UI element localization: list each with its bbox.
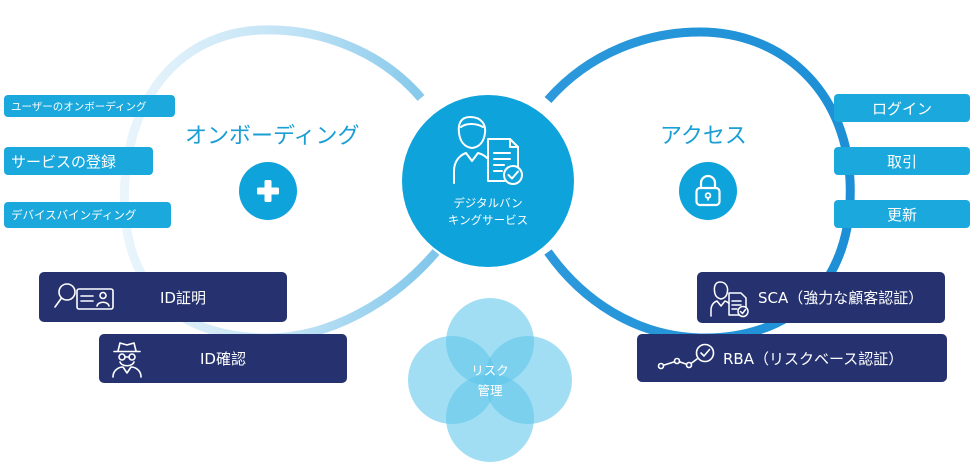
risk-petal-bottom [446, 374, 534, 462]
trend-check-icon [657, 334, 717, 382]
box-id-proofing: ID証明 [39, 272, 287, 322]
risk-flower [408, 298, 572, 462]
badge-device-binding: デバイスバインディング [4, 202, 171, 228]
badge-transaction: 取引 [834, 147, 970, 175]
risk-label-line1: リスク [471, 363, 509, 378]
id-card-search-icon [53, 272, 117, 322]
onboarding-plus-badge [239, 162, 297, 220]
rba-label: RBA（リスクベース認証） [723, 349, 904, 368]
box-id-verification: ID確認 [99, 334, 347, 383]
box-rba: RBA（リスクベース認証） [637, 334, 947, 382]
access-lock-badge [679, 162, 737, 220]
badge-service-registration: サービスの登録 [4, 147, 153, 175]
hub-label-line1: デジタルバン [453, 196, 523, 210]
user-document-check-icon [710, 272, 750, 323]
hub-label-line2: キングサービス [447, 213, 529, 227]
onboarding-title: オンボーディング [185, 124, 360, 149]
badge-user-onboarding: ユーザーのオンボーディング [4, 95, 175, 117]
sca-label: SCA（強力な顧客認証） [758, 289, 924, 307]
badge-login: ログイン [834, 94, 970, 122]
lock-icon [695, 174, 721, 207]
user-document-check-icon [453, 116, 523, 185]
risk-label-line2: 管理 [477, 383, 503, 398]
spy-user-icon [111, 334, 143, 383]
access-loop [544, 27, 855, 343]
plus-icon [257, 180, 279, 202]
id-proofing-label: ID証明 [160, 288, 206, 307]
digital-banking-hub: デジタルバン キングサービス [402, 95, 574, 267]
id-verification-label: ID確認 [200, 350, 246, 368]
box-sca: SCA（強力な顧客認証） [697, 272, 945, 323]
onboarding-loop [119, 25, 440, 343]
badge-renewal: 更新 [834, 200, 970, 228]
access-title: アクセス [660, 124, 747, 149]
